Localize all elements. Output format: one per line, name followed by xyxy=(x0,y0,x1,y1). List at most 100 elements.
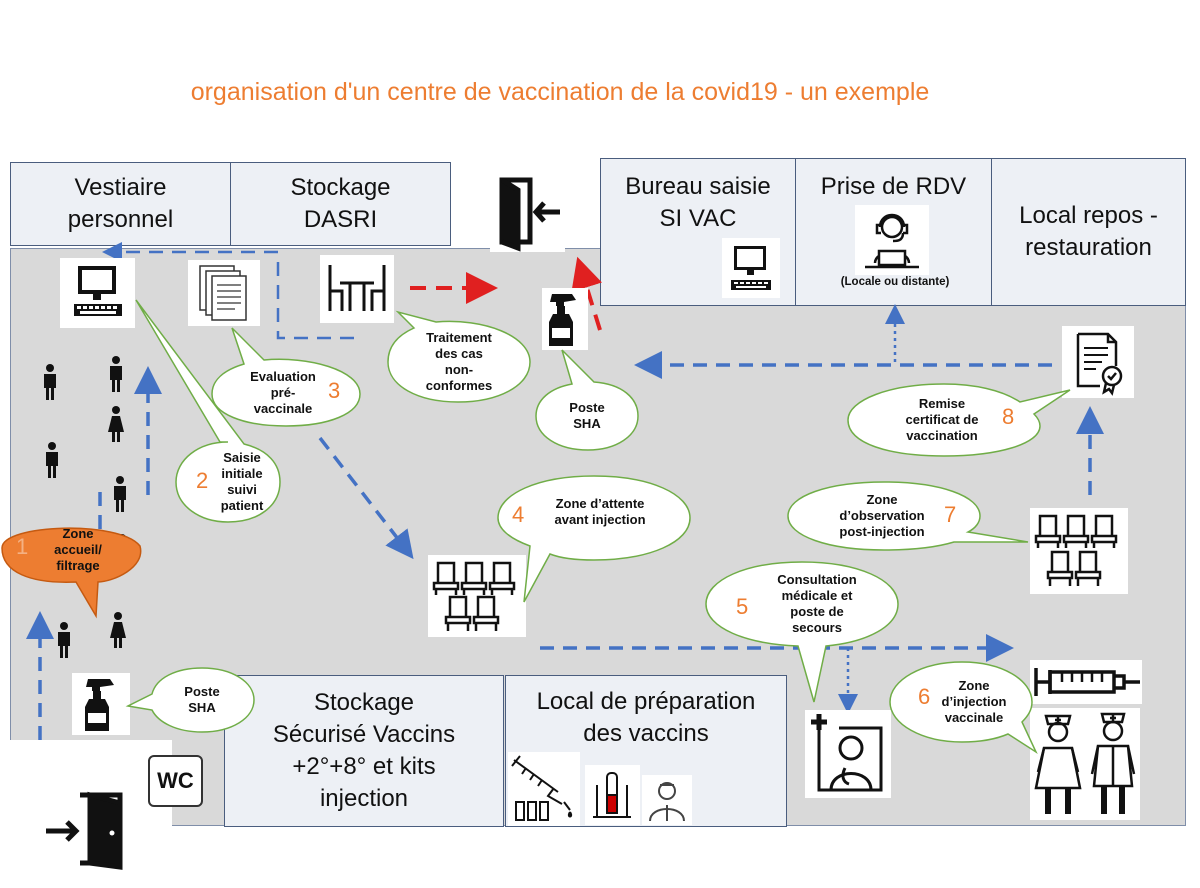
sanitizer-icon xyxy=(72,673,130,735)
person-icon xyxy=(110,356,122,392)
certificate-icon xyxy=(1062,326,1134,398)
documents-icon xyxy=(188,260,260,326)
flow-sha-exit xyxy=(571,256,603,331)
waiting-chairs-icon xyxy=(428,555,526,637)
room-preparation-line1: Local de préparation xyxy=(536,688,756,715)
callout-saisie-number: 2 xyxy=(196,468,209,493)
callout-certificat-line3: vaccination xyxy=(906,428,978,443)
callout-saisie-line1: Saisie xyxy=(223,450,261,465)
doctor-icon xyxy=(1086,708,1140,820)
callout-traitement-line3: non- xyxy=(444,362,474,377)
callout-sha-top-line2: SHA xyxy=(573,416,601,431)
callout-accueil-line1: Zone xyxy=(62,525,94,541)
callout-traitement-line2: des cas xyxy=(435,346,483,361)
callout-observation-number: 7 xyxy=(944,502,957,527)
callout-evaluation-line2: pré- xyxy=(270,385,296,400)
callout-accueil-line2: accueil/ xyxy=(54,541,102,557)
callout-consultation-line1: Consultation xyxy=(777,572,857,587)
room-repos-line1: Local repos - xyxy=(1019,202,1158,229)
callout-sha-top-line1: Poste xyxy=(569,400,605,415)
room-vestiaire-line2: personnel xyxy=(67,206,174,233)
person-icon xyxy=(46,442,58,478)
callout-consultation-line3: poste de xyxy=(790,604,844,619)
callout-observation-line1: Zone xyxy=(866,492,898,507)
callout-evaluation-line1: Evaluation xyxy=(250,369,316,384)
room-repos-line2: restauration xyxy=(1025,234,1152,261)
callout-injection-number: 6 xyxy=(918,684,931,709)
nurse-icon xyxy=(1030,708,1086,820)
room-bureau-line1: Bureau saisie xyxy=(625,173,771,200)
room-dasri-line2: DASRI xyxy=(303,206,378,233)
room-stockage-line1: Stockage xyxy=(313,689,415,716)
sanitizer-icon xyxy=(542,288,588,350)
waiting-chairs-icon xyxy=(1030,508,1128,594)
room-stockage-line2: Sécurisé Vaccins xyxy=(272,721,456,748)
person-icon xyxy=(110,612,126,648)
room-stockage-line4: injection xyxy=(319,785,409,812)
callout-consultation-line4: secours xyxy=(792,620,842,635)
callout-accueil-number: 1 xyxy=(16,534,29,559)
callout-certificat-line1: Remise xyxy=(918,396,966,411)
callout-traitement-line4: conformes xyxy=(425,378,493,393)
callout-injection-line1: Zone xyxy=(958,678,990,693)
callout-observation-line2: d’observation xyxy=(839,508,925,523)
wc-sign: WC xyxy=(148,755,203,807)
room-dasri-line1: Stockage xyxy=(290,174,391,201)
pharmacist-icon xyxy=(642,775,692,825)
flow-eval-to-attente xyxy=(318,436,414,560)
room-vestiaire-line1: Vestiaire xyxy=(74,174,167,201)
test-tube-icon xyxy=(585,765,640,825)
callout-sha-bottom-line2: SHA xyxy=(188,700,216,715)
callout-saisie-line2: initiale xyxy=(221,466,263,481)
callout-sha-bottom-line1: Poste xyxy=(184,684,220,699)
room-rdv-label: Prise de RDV xyxy=(820,173,967,200)
callout-certificat-number: 8 xyxy=(1002,404,1015,429)
rdv-locale-note: (Locale ou distante) xyxy=(840,276,950,288)
door-exit-icon xyxy=(40,785,130,870)
person-icon xyxy=(44,364,56,400)
room-bureau-line2: SI VAC xyxy=(659,205,737,232)
table-chairs-icon xyxy=(320,255,394,323)
callout-attente-number: 4 xyxy=(512,502,525,527)
syringe-icon xyxy=(1030,660,1142,704)
flow-top-loop xyxy=(276,262,362,340)
diagram-title: organisation d'un centre de vaccination … xyxy=(190,78,930,106)
callout-attente-line1: Zone d’attente xyxy=(555,496,645,511)
vials-icon xyxy=(508,752,580,826)
room-stockage-line3: +2°+8° et kits xyxy=(292,753,436,780)
callout-accueil-line3: filtrage xyxy=(56,557,100,573)
medical-consult-icon xyxy=(805,710,891,798)
person-icon xyxy=(58,622,70,658)
callout-consultation-line2: médicale et xyxy=(781,588,853,603)
person-icon xyxy=(108,406,124,442)
callout-evaluation-number: 3 xyxy=(328,378,341,403)
room-local-repos: Local repos - restauration xyxy=(991,158,1186,306)
door-enter-icon xyxy=(490,172,565,252)
callout-traitement-line1: Traitement xyxy=(426,330,492,345)
computer-icon xyxy=(60,258,135,328)
callout-injection-line3: vaccinale xyxy=(944,710,1004,725)
bureau-computer-icon xyxy=(722,238,780,298)
callout-evaluation-line3: vaccinale xyxy=(253,401,313,416)
headset-operator-icon xyxy=(855,205,929,275)
callout-saisie-line4: patient xyxy=(220,498,264,513)
callout-consultation-number: 5 xyxy=(736,594,749,619)
callout-saisie-line3: suivi xyxy=(227,482,257,497)
callout-injection-line2: d’injection xyxy=(941,694,1007,709)
people-queue xyxy=(44,356,130,658)
callout-certificat-line2: certificat de xyxy=(905,412,979,427)
